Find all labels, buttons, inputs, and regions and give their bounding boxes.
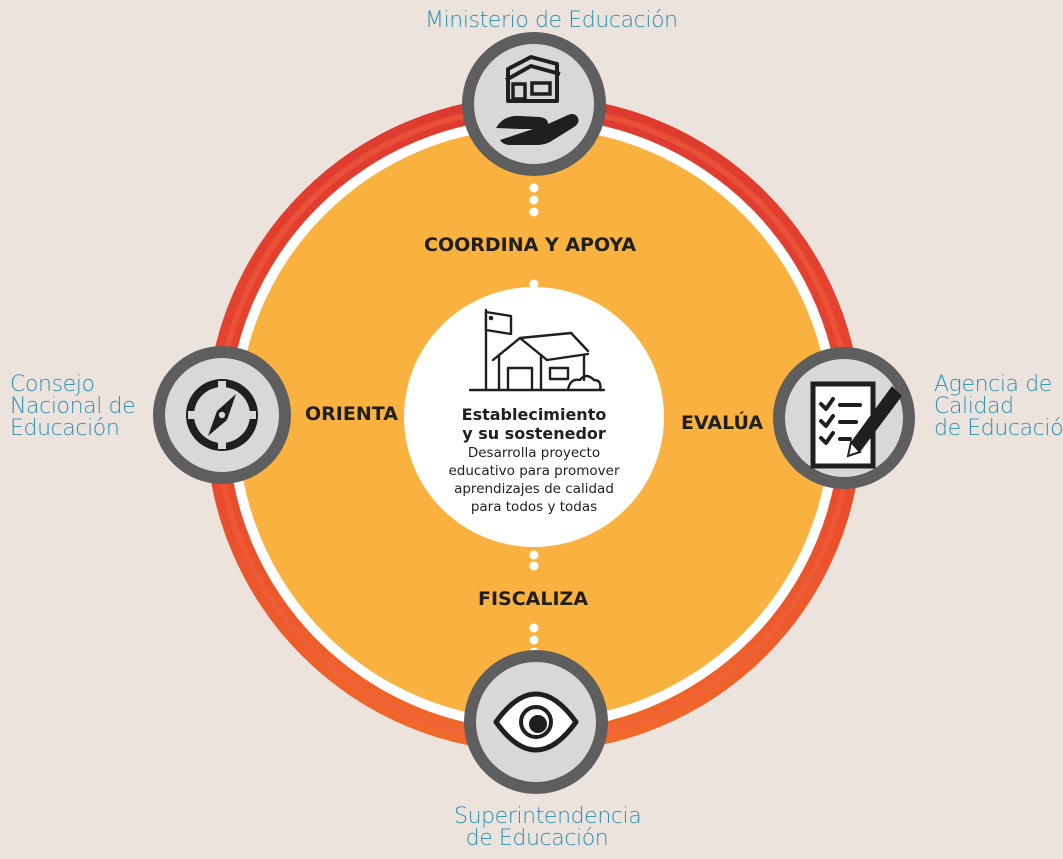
center-title-line: Establecimiento [461,405,607,424]
school-building-icon [468,308,606,392]
label-consejo-line: Educación [10,416,120,441]
label-superintendencia-line: de Educación [465,826,609,851]
center-title-line: y su sostenedor [462,424,606,443]
center-description: Desarrolla proyecto educativo para promo… [426,444,642,516]
action-orienta: ORIENTA [305,403,398,425]
label-ministerio-line: Ministerio de Educación [425,8,678,33]
label-agencia-line: Agencia de [934,372,1052,397]
node-bottom [464,650,608,794]
center-description-line: aprendizajes de calidad [454,481,614,497]
action-evalua: EVALÚA [681,412,764,434]
label-ministerio: Ministerio de Educación [425,10,678,32]
label-superintendencia: Superintendencia de Educación [454,804,642,851]
center-description-line: Desarrolla proyecto [467,445,601,461]
center-description-line: educativo para promover [448,463,620,479]
label-agencia-line: de Educación [934,416,1063,441]
compass-icon [186,379,258,451]
action-fiscaliza: FISCALIZA [478,588,589,610]
action-coordina: COORDINA Y APOYA [424,234,637,256]
node-right [773,347,915,489]
label-agencia: Agencia de Calidad de Educación [934,374,1063,440]
label-superintendencia-line: Superintendencia [454,804,642,829]
connector-top [529,183,539,289]
center-title: Establecimiento y su sostenedor [426,405,642,443]
label-agencia-line: Calidad [934,394,1014,419]
label-consejo-line: Consejo [10,372,95,397]
checklist-pencil-icon [810,381,902,469]
house-in-hand-icon [496,55,579,145]
eye-icon [493,691,579,753]
label-consejo: Consejo Nacional de Educación [10,372,136,441]
center-description-line: para todos y todas [470,499,598,515]
label-consejo-line: Nacional de [10,394,136,419]
center-text: Establecimiento y su sostenedor Desarrol… [426,405,642,516]
node-top [462,32,606,176]
node-left [153,346,291,484]
center-circle [404,287,664,547]
